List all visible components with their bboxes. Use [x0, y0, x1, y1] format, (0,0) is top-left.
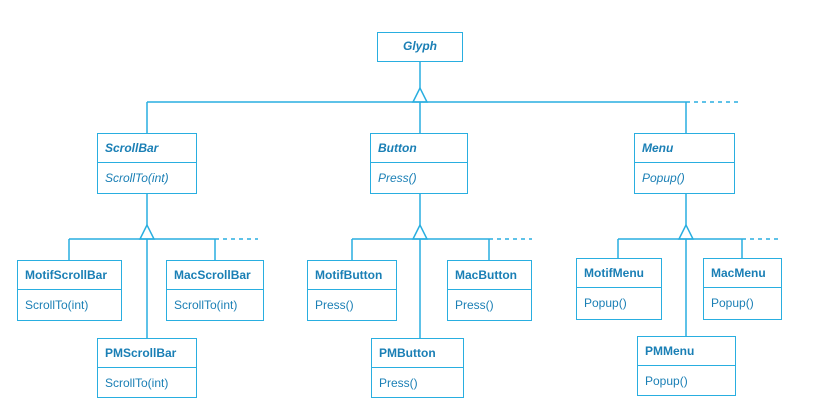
class-operation: ScrollTo(int) — [167, 289, 263, 320]
class-operation: Press() — [371, 162, 467, 193]
class-name: MacScrollBar — [174, 268, 251, 282]
class-name: PMMenu — [645, 344, 695, 358]
class-name: MotifMenu — [584, 266, 644, 280]
class-motif-menu: MotifMenu Popup() — [576, 258, 662, 320]
class-mac-button: MacButton Press() — [447, 260, 532, 321]
class-pm-scrollbar: PMScrollBar ScrollTo(int) — [97, 338, 197, 398]
inheritance-arrow — [411, 86, 429, 103]
class-operation: Press() — [372, 367, 463, 398]
class-operation: Press() — [308, 289, 396, 320]
class-operation: Popup() — [704, 287, 781, 318]
class-operation: Popup() — [577, 287, 661, 318]
class-motif-button: MotifButton Press() — [307, 260, 397, 321]
class-pm-button: PMButton Press() — [371, 338, 464, 398]
inheritance-arrow — [411, 223, 429, 240]
class-operation: ScrollTo(int) — [98, 162, 196, 193]
class-name: PMScrollBar — [105, 346, 177, 360]
class-mac-menu: MacMenu Popup() — [703, 258, 782, 320]
class-operation: Press() — [448, 289, 531, 320]
class-name: MacMenu — [711, 266, 766, 280]
class-scrollbar: ScrollBar ScrollTo(int) — [97, 133, 197, 194]
class-name: Button — [378, 141, 417, 155]
class-motif-scrollbar: MotifScrollBar ScrollTo(int) — [17, 260, 122, 321]
class-glyph: Glyph — [377, 32, 463, 62]
class-name: MotifButton — [315, 268, 383, 282]
class-operation: ScrollTo(int) — [98, 367, 196, 398]
inheritance-arrow — [677, 223, 695, 240]
class-operation: Popup() — [635, 162, 734, 193]
class-name: MotifScrollBar — [25, 268, 108, 282]
class-name: ScrollBar — [105, 141, 159, 155]
class-mac-scrollbar: MacScrollBar ScrollTo(int) — [166, 260, 264, 321]
class-name: Glyph — [402, 39, 437, 53]
class-pm-menu: PMMenu Popup() — [637, 336, 736, 396]
class-name: PMButton — [379, 346, 436, 360]
class-button: Button Press() — [370, 133, 468, 194]
class-operation: Popup() — [638, 365, 735, 396]
class-operation: ScrollTo(int) — [18, 289, 121, 320]
class-name: MacButton — [455, 268, 517, 282]
class-menu: Menu Popup() — [634, 133, 735, 194]
class-name: Menu — [642, 141, 674, 155]
inheritance-arrow — [138, 223, 156, 240]
